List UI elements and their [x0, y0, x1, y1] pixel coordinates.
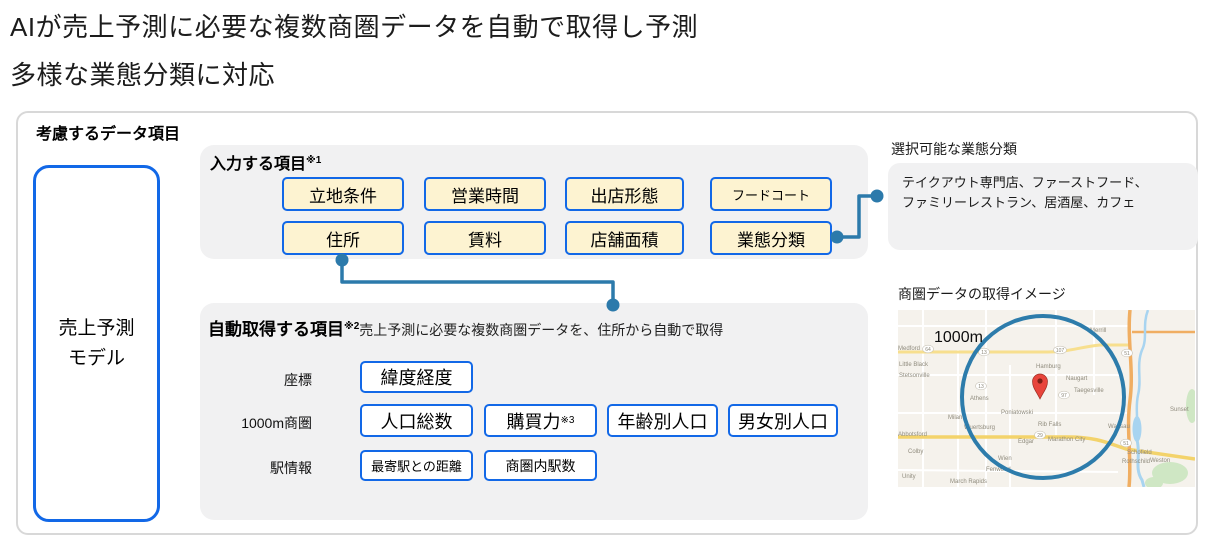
map-note-heading: 商圏データの取得イメージ — [898, 286, 1066, 302]
map-town-label: Merrill — [1090, 328, 1106, 334]
category-note-heading: 選択可能な業態分類 — [891, 141, 1017, 157]
auto-section-heading: 自動取得する項目※2売上予測に必要な複数商圏データを、住所から自動で取得 — [208, 315, 723, 340]
route-shield: 51 — [1121, 348, 1133, 358]
input-item-box-business-category: 業態分類 — [710, 221, 832, 255]
input-item-box: 住所 — [282, 221, 404, 255]
radius-label: 1000m — [934, 329, 983, 346]
map-town-label: Athens — [970, 396, 989, 402]
footnote-marker-2: ※2 — [344, 321, 360, 332]
input-item-box: 賃料 — [424, 221, 546, 255]
trade-area-circle — [960, 314, 1126, 480]
category-note-line2: ファミリーレストラン、居酒屋、カフェ — [902, 194, 1136, 210]
svg-text:13: 13 — [978, 384, 984, 390]
map-town-label: Wuertsburg — [964, 425, 995, 431]
frame-heading: 考慮するデータ項目 — [36, 126, 181, 143]
map-pin-icon — [1032, 373, 1048, 400]
auto-heading-text: 自動取得する項目 — [208, 320, 344, 339]
row-label-station-info: 駅情報 — [270, 460, 312, 476]
map-town-label: Rothschild — [1122, 459, 1150, 465]
map-svg: 64 13 107 51 13 97 29 51 Merrill Hamburg… — [897, 309, 1198, 489]
model-box-label-line2: モデル — [67, 347, 125, 369]
input-item-box: 立地条件 — [282, 177, 404, 211]
page-title-line2: 多様な業態分類に対応 — [10, 60, 276, 90]
map-town-label: Stetsonville — [899, 373, 930, 379]
map-highway-51 — [1126, 309, 1133, 488]
route-shield: 107 — [1053, 345, 1067, 355]
auto-item-box: 男女別人口 — [728, 404, 838, 437]
auto-item-box: 購買力※3 — [484, 404, 597, 437]
trade-area-map-image: 64 13 107 51 13 97 29 51 Merrill Hamburg… — [897, 309, 1198, 489]
model-box-label-line1: 売上予測 — [58, 318, 135, 340]
map-lake — [1132, 416, 1142, 442]
input-item-box: 店舗面積 — [565, 221, 684, 255]
footnote-marker-1: ※1 — [306, 155, 322, 166]
map-town-label: Milan — [948, 415, 962, 421]
svg-text:29: 29 — [1037, 433, 1043, 439]
map-town-label: Medford — [898, 346, 920, 352]
category-note-line1: テイクアウト専門店、ファーストフード、 — [902, 175, 1148, 190]
auto-item-box: 緯度経度 — [360, 361, 473, 393]
map-town-label: Colby — [908, 449, 923, 455]
map-town-label: Rib Falls — [1038, 422, 1061, 428]
map-town-label: Hamburg — [1036, 364, 1061, 370]
auto-item-text: 購買力 — [506, 411, 561, 432]
map-town-label: Wien — [998, 456, 1012, 462]
route-shield: 97 — [1058, 390, 1070, 400]
row-label-coordinates: 座標 — [284, 372, 312, 388]
map-town-label: Taegesville — [1074, 388, 1104, 394]
map-town-label: Weston — [1150, 458, 1170, 464]
route-shield: 13 — [978, 347, 990, 357]
input-item-box: フードコート — [710, 177, 832, 211]
map-river-lower — [1135, 439, 1146, 488]
route-shield: 64 — [922, 344, 934, 354]
map-town-label: March Rapids — [950, 479, 987, 485]
map-town-label: Schofield — [1127, 450, 1152, 456]
sales-forecast-model-box: 売上予測 モデル — [33, 165, 160, 522]
input-item-box: 出店形態 — [565, 177, 684, 211]
route-shield: 51 — [1120, 438, 1132, 448]
category-note-box — [888, 163, 1198, 250]
svg-text:64: 64 — [925, 347, 931, 353]
svg-text:51: 51 — [1123, 441, 1129, 447]
map-town-label: Poniatowski — [1001, 410, 1033, 416]
route-shield: 29 — [1034, 430, 1046, 440]
input-item-box: 営業時間 — [424, 177, 546, 211]
svg-text:51: 51 — [1124, 351, 1130, 357]
map-town-label: Edgar — [1018, 439, 1034, 445]
footnote-marker-3: ※3 — [560, 415, 575, 426]
map-minor-roads — [897, 310, 1128, 487]
map-river-upper — [1135, 309, 1150, 419]
auto-item-box: 最寄駅との距離 — [360, 450, 473, 481]
row-label-trade-area: 1000m商圏 — [241, 415, 312, 431]
map-town-label: Abbotsford — [898, 432, 927, 438]
auto-item-box: 商圏内駅数 — [484, 450, 597, 481]
svg-text:97: 97 — [1061, 393, 1067, 399]
auto-item-box: 年齢別人口 — [607, 404, 718, 437]
map-town-label: Little Black — [899, 362, 929, 368]
input-section-heading: 入力する項目※1 — [210, 150, 321, 174]
map-highway-29 — [898, 435, 1196, 461]
map-town-label: Sunset — [1170, 407, 1189, 413]
category-note-text: テイクアウト専門店、ファーストフード、 ファミリーレストラン、居酒屋、カフェ — [902, 173, 1148, 212]
auto-heading-description: 売上予測に必要な複数商圏データを、住所から自動で取得 — [359, 322, 724, 338]
auto-item-box: 人口総数 — [360, 404, 473, 437]
svg-text:107: 107 — [1056, 348, 1065, 354]
map-town-label: Naugart — [1066, 376, 1088, 382]
map-town-label: Marathon City — [1048, 437, 1085, 443]
map-route-shields: 64 13 107 51 13 97 29 51 — [922, 344, 1133, 448]
svg-text:13: 13 — [981, 350, 987, 356]
route-shield: 13 — [975, 381, 987, 391]
map-town-label: Fenwood — [986, 467, 1011, 473]
map-town-label: Unity — [902, 474, 916, 480]
page-title-line1: AIが売上予測に必要な複数商圏データを自動で取得し予測 — [10, 12, 699, 42]
map-highway-64 — [898, 343, 1130, 354]
input-heading-text: 入力する項目 — [210, 156, 307, 173]
